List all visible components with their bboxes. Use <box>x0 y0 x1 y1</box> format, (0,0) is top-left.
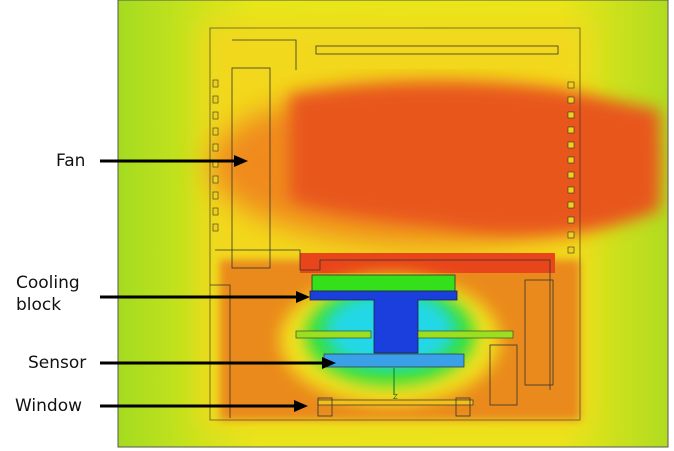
sensor-label: Sensor <box>28 353 87 373</box>
cooling-block-top <box>311 274 456 292</box>
hot-airflow <box>290 83 660 235</box>
z-axis-label: Z <box>393 393 398 401</box>
window-pane <box>317 399 474 406</box>
window-label: Window <box>15 396 83 416</box>
fan-label: Fan <box>56 151 86 171</box>
sensor-body <box>323 353 465 368</box>
heat-plate <box>300 253 555 273</box>
cooling-block-label: Cooling block <box>16 273 80 315</box>
cooling-block <box>309 290 458 354</box>
fan-outline <box>231 67 271 269</box>
